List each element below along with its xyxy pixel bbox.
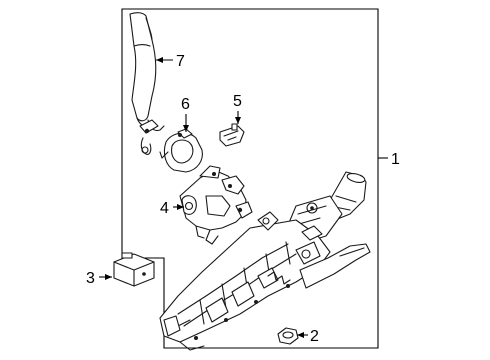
callout-label-6: 6 [181, 96, 190, 113]
part-6-switch-module [159, 128, 203, 173]
part-3-control-module [113, 252, 155, 287]
callout-label-7: 7 [176, 53, 185, 70]
callout-2: 2 [297, 328, 319, 345]
callout-label-1: 1 [391, 151, 400, 168]
callout-label-3: 3 [86, 270, 95, 287]
callout-3: 3 [86, 270, 112, 287]
part-2-nut [277, 327, 299, 345]
part-1-steering-column [159, 171, 371, 351]
callout-4: 4 [160, 200, 184, 217]
callout-label-5: 5 [233, 93, 242, 110]
callout-label-4: 4 [160, 200, 169, 217]
part-5-clip [219, 123, 245, 147]
callout-label-2: 2 [310, 328, 319, 345]
callout-7: 7 [156, 53, 185, 70]
callout-6: 6 [181, 96, 190, 132]
callout-5: 5 [233, 93, 242, 124]
callout-1: 1 [378, 151, 400, 168]
part-7-shift-lever [129, 12, 165, 155]
part-4-lock-housing [179, 165, 253, 245]
